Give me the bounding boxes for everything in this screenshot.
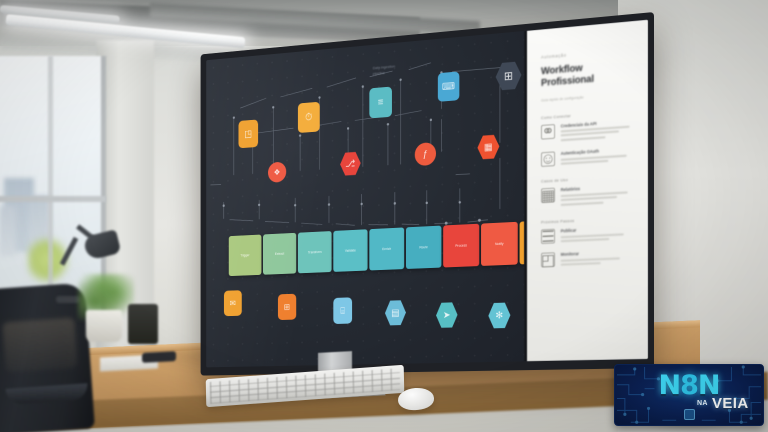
logo-tag-small: NA <box>697 400 708 407</box>
doc-list-item[interactable]: ◰ Monitorar <box>541 249 635 269</box>
workflow-node-code[interactable]: ⌨ <box>437 71 460 102</box>
logo-wordmark: N8N <box>615 372 763 399</box>
smartphone <box>142 351 176 363</box>
workflow-node-gmail[interactable]: ✉ <box>223 290 242 317</box>
window-mullion <box>48 56 53 326</box>
doc-section-heading: Próximos Passos <box>540 218 575 225</box>
pipeline-stage-card[interactable]: Process <box>443 223 480 268</box>
doc-icon: ☰ <box>540 228 556 246</box>
pipeline-stage-label: Transform <box>307 250 322 255</box>
doc-item-heading: Publicar <box>560 227 577 234</box>
node-glyph-icon: ❖ <box>273 166 281 177</box>
doc-item-text-line <box>560 136 606 142</box>
workflow-node-schedule[interactable]: ⏱ <box>297 101 320 134</box>
logo-letter-left: N <box>658 370 681 401</box>
pipeline-stage-card[interactable]: Validate <box>333 229 368 272</box>
logo-letter-middle: 8 <box>680 370 699 401</box>
doc-list-item[interactable]: ☰ Publicar <box>540 225 636 246</box>
node-glyph-icon: ≡ <box>377 96 384 109</box>
pipeline-stage-card[interactable]: Transform <box>297 231 332 274</box>
doc-list-item[interactable]: ▦Relatórios <box>541 184 635 210</box>
doc-item-text: Monitorar <box>560 249 636 268</box>
doc-section-heading: Casos de Uso <box>540 177 569 185</box>
doc-item-text-line <box>560 196 618 202</box>
doc-item-text-line <box>560 191 628 198</box>
doc-item-heading: Monitorar <box>560 251 579 258</box>
node-glyph-icon: ⌨ <box>442 80 456 93</box>
chair-mesh-panel <box>2 317 78 373</box>
doc-item-text: Credenciais da API <box>560 118 636 144</box>
pipeline-stage-label: Route <box>419 245 428 250</box>
node-glyph-icon: ▤ <box>391 307 400 319</box>
doc-subtitle: Guia rápido de configuração <box>540 95 584 103</box>
user-icon: ☺ <box>540 150 556 168</box>
node-glyph-icon: ⏱ <box>305 111 313 123</box>
doc-kicker: Automação <box>540 52 567 60</box>
doc-item-text: Publicar <box>560 225 636 245</box>
node-glyph-icon: ▦ <box>483 141 493 153</box>
doc-list-item[interactable]: ⚭Credenciais da API <box>540 118 636 145</box>
monitor: ◳⏱≡⌨⊞☁ ❖⎇ƒ▦✉TriggerExtractTransformValid… <box>200 12 654 376</box>
pens <box>134 290 152 308</box>
pipeline-stage-label: Validate <box>344 248 356 253</box>
workflow-node-set[interactable]: ≡ <box>369 86 392 119</box>
chart-icon: ▦ <box>540 187 556 206</box>
pipeline-stage-label: Process <box>455 243 468 248</box>
logo-sub-badge-icon <box>684 409 695 420</box>
doc-item-text-line <box>560 257 621 262</box>
doc-title: Workflow Profissional <box>540 62 594 90</box>
node-glyph-icon: ⎇ <box>345 158 356 170</box>
pipeline-stage-card[interactable]: Extract <box>263 232 297 275</box>
workflow-node-webhook[interactable]: ◳ <box>238 119 259 149</box>
node-glyph-icon: ⌸ <box>340 305 346 315</box>
logo-letter-right: N <box>697 370 721 401</box>
pipeline-stage-card[interactable]: Enrich <box>369 227 405 271</box>
monitor-screen: ◳⏱≡⌨⊞☁ ❖⎇ƒ▦✉TriggerExtractTransformValid… <box>206 19 649 368</box>
pipeline-stage-card[interactable]: Route <box>405 225 442 269</box>
lamp-base <box>56 296 80 303</box>
pipeline-stage-label: Trigger <box>240 253 250 258</box>
doc-sections: Como Conectar⚭Credenciais da API☺Autenti… <box>540 108 636 269</box>
workflow-node-postgres[interactable]: ⌸ <box>333 297 353 325</box>
doc-item-text-line <box>560 201 604 206</box>
node-glyph-icon: ƒ <box>422 148 428 160</box>
n8n-na-veia-logo[interactable]: N8N NA VEIA <box>614 364 764 426</box>
pipeline-stage-card[interactable]: Trigger <box>228 234 262 277</box>
workflow-canvas[interactable]: ◳⏱≡⌨⊞☁ ❖⎇ƒ▦✉TriggerExtractTransformValid… <box>206 30 525 368</box>
node-glyph-icon: ✉ <box>229 298 236 308</box>
node-glyph-icon: ➤ <box>442 309 451 321</box>
pipeline-stage-label: Notify <box>495 241 504 247</box>
plant-pot <box>86 310 122 342</box>
monitor-bezel: ◳⏱≡⌨⊞☁ ❖⎇ƒ▦✉TriggerExtractTransformValid… <box>200 12 654 376</box>
logo-tag-large: VEIA <box>712 395 749 412</box>
link-icon: ⚭ <box>540 123 556 141</box>
doc-item-text-line <box>560 159 609 165</box>
workflow-node-sheets[interactable]: ⊞ <box>277 293 297 321</box>
doc-item-text: Autenticação OAuth <box>560 146 636 167</box>
doc-item-text-line <box>560 262 601 267</box>
node-glyph-icon: ◳ <box>244 128 253 140</box>
documentation-panel[interactable]: Automação Workflow Profissional Guia ráp… <box>524 19 649 362</box>
doc-item-text-line <box>560 238 610 243</box>
pen-holder <box>128 304 158 344</box>
window-transom <box>0 196 106 202</box>
pipeline-stage-label: Enrich <box>382 246 392 252</box>
node-glyph-icon: ⊞ <box>283 301 291 312</box>
pipeline-stage-label: Extract <box>274 251 285 256</box>
doc-list-item[interactable]: ☺Autenticação OAuth <box>540 146 636 168</box>
pipeline-stage-card[interactable]: Notify <box>481 221 518 266</box>
city-building <box>0 206 16 256</box>
circuit-pattern-icon <box>616 365 762 424</box>
node-glyph-icon: ⊞ <box>503 68 514 84</box>
doc-item-text: Relatórios <box>560 184 636 208</box>
image-icon: ◰ <box>540 252 556 270</box>
doc-item-text-line <box>560 233 624 238</box>
node-glyph-icon: ✻ <box>495 310 504 321</box>
